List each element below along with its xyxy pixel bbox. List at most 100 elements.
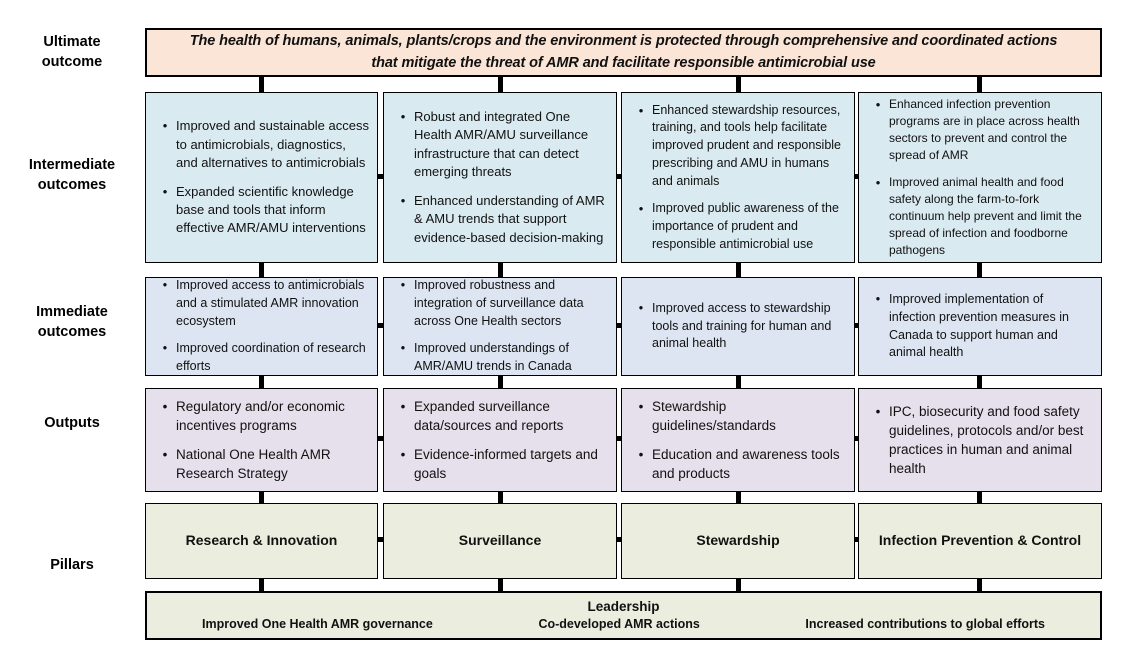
bullet-list: •IPC, biosecurity and food safety guidel… <box>859 389 1101 491</box>
row-label-immediate-outcomes: Immediate outcomes <box>36 304 108 340</box>
bullet-text: Improved access to stewardship tools and… <box>652 300 832 351</box>
bullet-text: Enhanced infection prevention programs a… <box>889 96 1080 162</box>
bullet-icon: • <box>875 96 881 112</box>
row-label-pillars: Pillars <box>50 557 94 573</box>
leadership-box: Leadership Improved One Health AMR gover… <box>145 591 1102 640</box>
bullet-icon: • <box>400 278 406 293</box>
bullet-list: •Improved and sustainable access to anti… <box>146 93 377 262</box>
bullet-item: • Enhanced understanding of AMR & AMU tre… <box>392 192 608 247</box>
pillar-label: Stewardship <box>696 532 780 549</box>
bullet-item: • Improved understandings of AMR/AMU tren… <box>392 340 608 376</box>
bullet-list: • Improved access to antimicrobials and a… <box>146 278 377 375</box>
bullet-list: • Expanded surveillance data/sources and … <box>384 389 616 491</box>
immediate-outcomes-surveillance-box: • Improved robustness and integration of … <box>383 277 617 376</box>
bullet-text: Evidence-informed targets and goals <box>414 447 598 482</box>
bullet-icon: • <box>638 398 644 414</box>
intermediate-outcomes-surveillance-box: • Robust and integrated One Health AMR/AM… <box>383 92 617 263</box>
bullet-text: Improved coordination of research effort… <box>176 341 366 374</box>
bullet-text: Regulatory and/or economic incentives pr… <box>176 398 345 433</box>
ultimate-outcome-text: The health of humans, animals, plants/cr… <box>189 32 1058 71</box>
bullet-text: Stewardship guidelines/standards <box>652 398 776 433</box>
outputs-ipc-box: •IPC, biosecurity and food safety guidel… <box>858 388 1102 492</box>
pillar-research-innovation: Research & Innovation <box>145 503 378 579</box>
bullet-item: •Improved public awareness of the import… <box>630 200 846 253</box>
bullet-item: • Enhanced stewardship resources, trainin… <box>630 102 846 191</box>
bullet-icon: • <box>400 108 406 124</box>
bullet-list: • Stewardship guidelines/standards • Educat… <box>622 389 854 491</box>
bullet-item: •National One Health AMR Research Strate… <box>154 445 369 483</box>
pillar-label: Research & Innovation <box>185 532 338 549</box>
bullet-item: • Improved animal health and food safety … <box>867 174 1093 259</box>
bullet-text: Improved understandings of AMR/AMU trend… <box>414 341 572 374</box>
leadership-item-global-efforts: Increased contributions to global effort… <box>805 617 1045 632</box>
leadership-item-governance: Improved One Health AMR governance <box>202 617 433 632</box>
bullet-text: Robust and integrated One Health AMR/AMU… <box>414 108 589 180</box>
bullet-item: •Evidence-informed targets and goals <box>392 445 608 483</box>
bullet-icon: • <box>162 447 168 462</box>
bullet-icon: • <box>638 102 644 118</box>
bullet-icon: • <box>400 398 406 414</box>
bullet-text: Expanded scientific knowledge base and t… <box>176 183 366 236</box>
leadership-title: Leadership <box>587 598 660 614</box>
pillar-label: Infection Prevention & Control <box>878 532 1082 549</box>
row-label-ultimate-outcome: Ultimate outcome <box>41 34 103 70</box>
bullet-text: Enhanced stewardship resources, training… <box>652 102 842 188</box>
intermediate-outcomes-stewardship-box: • Enhanced stewardship resources, trainin… <box>621 92 855 263</box>
bullet-item: • Improved robustness and integration of … <box>392 277 608 330</box>
pillar-stewardship: Stewardship <box>621 503 855 579</box>
bullet-item: • Improved access to antimicrobials and a… <box>154 277 369 330</box>
bullet-item: • Regulatory and/or economic incentives p… <box>154 397 369 435</box>
bullet-icon: • <box>875 292 881 306</box>
bullet-text: Education and awareness tools and produc… <box>652 447 840 482</box>
intermediate-outcomes-research-box: •Improved and sustainable access to anti… <box>145 92 378 263</box>
bullet-icon: • <box>638 201 644 217</box>
bullet-icon: • <box>638 447 644 462</box>
bullet-icon: • <box>162 183 168 199</box>
bullet-list: • Enhanced infection prevention programs … <box>859 93 1101 262</box>
bullet-text: Enhanced understanding of AMR & AMU tren… <box>414 192 605 245</box>
bullet-item: • Expanded surveillance data/sources and … <box>392 397 608 435</box>
outputs-stewardship-box: • Stewardship guidelines/standards • Educat… <box>621 388 855 492</box>
bullet-list: • Improved access to stewardship tools an… <box>622 278 854 375</box>
row-label-outputs: Outputs <box>44 415 100 431</box>
pillar-infection-prevention-control: Infection Prevention & Control <box>858 503 1102 579</box>
bullet-item: • Expanded scientific knowledge base and … <box>154 183 369 238</box>
leadership-items: Improved One Health AMR governance Co-de… <box>147 615 1100 631</box>
pillar-surveillance: Surveillance <box>383 503 617 579</box>
bullet-text: Improved access to antimicrobials and a … <box>176 278 365 328</box>
bullet-text: Improved robustness and integration of s… <box>414 278 584 328</box>
bullet-list: • Robust and integrated One Health AMR/AM… <box>384 93 616 262</box>
bullet-item: • Education and awareness tools and produ… <box>630 445 846 483</box>
bullet-list: • Enhanced stewardship resources, trainin… <box>622 93 854 262</box>
bullet-text: IPC, biosecurity and food safety guideli… <box>889 403 1084 477</box>
leadership-item-codeveloped-actions: Co-developed AMR actions <box>538 617 700 632</box>
bullet-icon: • <box>400 192 406 208</box>
bullet-icon: • <box>875 174 881 190</box>
bullet-icon: • <box>638 300 644 315</box>
bullet-item: •Improved coordination of research effor… <box>154 340 369 376</box>
immediate-outcomes-research-box: • Improved access to antimicrobials and a… <box>145 277 378 376</box>
bullet-icon: • <box>162 278 168 293</box>
bullet-text: Improved animal health and food safety a… <box>889 174 1082 258</box>
pillar-label: Surveillance <box>458 532 542 549</box>
bullet-item: • Improved implementation of infection pr… <box>867 291 1093 362</box>
row-label-intermediate-outcomes: Intermediate outcomes <box>28 157 116 193</box>
bullet-icon: • <box>162 398 168 414</box>
bullet-icon: • <box>162 118 168 134</box>
ultimate-outcome-box: The health of humans, animals, plants/cr… <box>145 28 1102 77</box>
intermediate-outcomes-ipc-box: • Enhanced infection prevention programs … <box>858 92 1102 263</box>
bullet-icon: • <box>400 341 406 356</box>
bullet-item: •IPC, biosecurity and food safety guidel… <box>867 402 1093 479</box>
bullet-item: • Robust and integrated One Health AMR/AM… <box>392 108 608 182</box>
bullet-text: Improved implementation of infection pre… <box>889 292 1069 360</box>
bullet-text: Expanded surveillance data/sources and r… <box>414 398 564 433</box>
bullet-item: • Enhanced infection prevention programs … <box>867 96 1093 164</box>
bullet-list: • Improved robustness and integration of … <box>384 278 616 375</box>
bullet-item: • Improved access to stewardship tools an… <box>630 300 846 353</box>
bullet-list: • Improved implementation of infection pr… <box>859 278 1101 375</box>
immediate-outcomes-ipc-box: • Improved implementation of infection pr… <box>858 277 1102 376</box>
outputs-research-box: • Regulatory and/or economic incentives p… <box>145 388 378 492</box>
bullet-item: • Stewardship guidelines/standards <box>630 397 846 435</box>
immediate-outcomes-stewardship-box: • Improved access to stewardship tools an… <box>621 277 855 376</box>
